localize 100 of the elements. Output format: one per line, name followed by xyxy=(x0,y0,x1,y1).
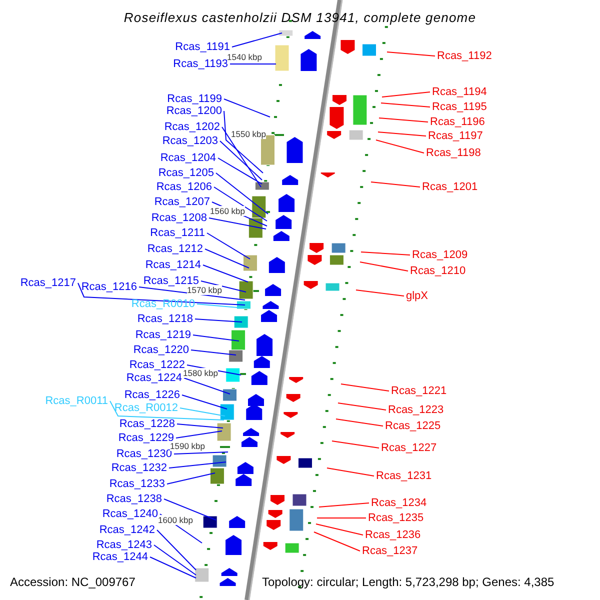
gene-label: Rcas_1198 xyxy=(426,147,481,159)
leader-line xyxy=(200,280,246,292)
gene-label: Rcas_1218 xyxy=(137,313,193,325)
gene-label: Rcas_1233 xyxy=(109,478,165,490)
gene-label: Rcas_1229 xyxy=(118,432,174,444)
gene-label: Rcas_1234 xyxy=(371,497,427,509)
gene-label: Rcas_1195 xyxy=(432,101,487,113)
leader-line xyxy=(204,248,250,268)
leader-line xyxy=(338,402,386,410)
leader-line xyxy=(78,282,246,306)
gene-label: Rcas_1232 xyxy=(111,462,167,474)
gene-label: Rcas_1207 xyxy=(154,196,210,208)
leader-line xyxy=(360,262,408,272)
leader-line xyxy=(206,232,250,260)
gene-label: Rcas_1193 xyxy=(173,58,228,70)
scale-label: 1590 kbp xyxy=(170,441,205,451)
gene-label: Rcas_1231 xyxy=(376,470,432,482)
genome-summary-note: Topology: circular; Length: 5,723,298 bp; Genes: 4,385 xyxy=(262,575,554,589)
gene-label: Rcas_1212 xyxy=(147,243,203,255)
leader-line xyxy=(166,472,216,484)
gene-label: Rcas_1203 xyxy=(162,135,218,147)
leader-line xyxy=(386,52,436,56)
leader-line xyxy=(326,468,374,476)
leader-line xyxy=(176,424,224,428)
gene-label: Rcas_1211 xyxy=(150,227,205,239)
gene-label: Rcas_1238 xyxy=(106,493,162,505)
leader-line xyxy=(214,186,268,222)
gene-label: Rcas_1230 xyxy=(116,448,172,460)
gene-label: Rcas_1243 xyxy=(96,539,152,551)
gene-label: Rcas_1201 xyxy=(422,181,478,193)
gene-label: Rcas_1217 xyxy=(20,277,76,289)
leader-line xyxy=(174,452,228,454)
leader-line xyxy=(182,394,228,410)
gene-label: Rcas_1199 xyxy=(167,93,222,105)
leader-line xyxy=(224,98,270,118)
leader-line xyxy=(224,110,264,174)
leader-line xyxy=(382,92,430,98)
leader-line xyxy=(356,290,404,296)
gene-label: Rcas_1226 xyxy=(124,389,180,401)
gene-label: Rcas_1240 xyxy=(102,508,158,520)
gene-label: Rcas_1208 xyxy=(151,212,207,224)
gene-label: Rcas_1220 xyxy=(133,344,189,356)
gene-label: Rcas_1224 xyxy=(126,372,182,384)
gene-label: Rcas_1200 xyxy=(166,105,222,117)
leader-line xyxy=(340,384,390,392)
accession-note: Accession: NC_009767 xyxy=(10,575,136,589)
gene-label: Rcas_1223 xyxy=(388,404,444,416)
diagram-title: Roseiflexus castenholzii DSM 13941, complete genome xyxy=(122,10,478,25)
leader-line xyxy=(378,118,428,122)
gene-label: Rcas_1215 xyxy=(143,275,199,287)
leader-line xyxy=(202,264,248,282)
leader-line xyxy=(376,140,424,154)
scale-label: 1580 kbp xyxy=(183,368,218,378)
gene-label: Rcas_1235 xyxy=(368,512,424,524)
gene-label: Rcas_1236 xyxy=(365,529,421,541)
gene-label: Rcas_1244 xyxy=(92,551,148,563)
gene-label: Rcas_1202 xyxy=(164,121,220,133)
gene-label: Rcas_1222 xyxy=(129,359,185,371)
gene-label: Rcas_1225 xyxy=(385,420,441,432)
gene-label: Rcas_1219 xyxy=(135,329,191,341)
gene-label: Rcas_1221 xyxy=(391,385,447,397)
gene-label: Rcas_1197 xyxy=(428,130,483,142)
leader-line xyxy=(150,556,196,578)
scale-label: 1540 kbp xyxy=(227,52,262,62)
scale-label: 1600 kbp xyxy=(158,515,193,525)
gene-label: Rcas_1192 xyxy=(437,50,492,62)
gene-label: Rcas_1205 xyxy=(158,167,214,179)
gene-label: Rcas_1209 xyxy=(412,249,468,261)
scale-label: 1560 kbp xyxy=(210,206,245,216)
leader-line xyxy=(164,498,216,520)
gene-label: Rcas_R0011 xyxy=(45,395,108,407)
leader-line xyxy=(380,102,430,108)
gene-label: Rcas_1242 xyxy=(99,524,155,536)
gene-label: Rcas_1228 xyxy=(119,418,175,430)
leader-line xyxy=(332,440,380,448)
gene-label: Rcas_1214 xyxy=(145,259,201,271)
gene-label: Rcas_1191 xyxy=(175,41,230,53)
leader-line xyxy=(168,462,226,468)
gene-label: Rcas_1196 xyxy=(430,116,485,128)
gene-label: Rcas_1227 xyxy=(381,442,437,454)
leader-line xyxy=(378,132,426,136)
leader-line xyxy=(232,32,282,48)
leader-line xyxy=(336,418,384,426)
leader-line xyxy=(184,378,230,394)
leader-line xyxy=(196,304,244,308)
leader-line xyxy=(360,252,410,256)
leader-line xyxy=(156,530,196,570)
leader-line xyxy=(192,334,240,342)
leader-line xyxy=(318,502,370,508)
gene-label: Rcas_1204 xyxy=(160,152,216,164)
leader-line xyxy=(218,158,262,184)
gene-label: Rcas_1216 xyxy=(81,281,137,293)
leader-line xyxy=(314,532,360,552)
leader-line xyxy=(316,524,364,536)
gene-label: glpX xyxy=(406,290,428,302)
gene-label: Rcas_R0012 xyxy=(114,402,178,414)
leader-line xyxy=(180,408,226,416)
scale-label: 1570 kbp xyxy=(187,285,222,295)
leader-line xyxy=(176,430,222,438)
gene-label: Rcas_1210 xyxy=(410,265,466,277)
